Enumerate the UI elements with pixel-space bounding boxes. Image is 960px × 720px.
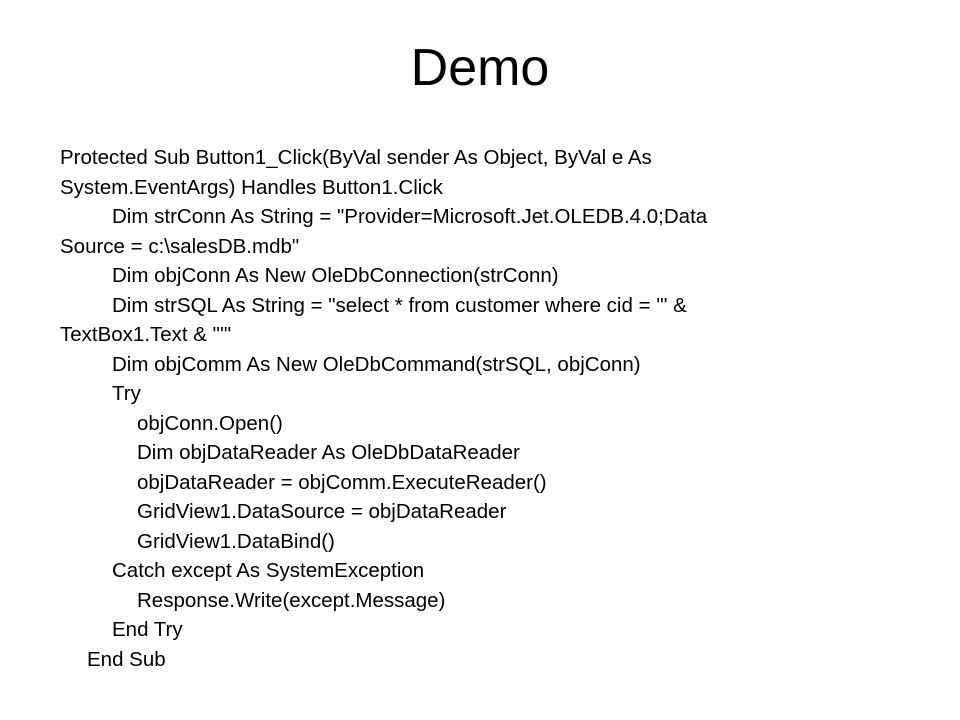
code-line: Dim objConn As New OleDbConnection(strCo… xyxy=(112,264,559,287)
code-line: TextBox1.Text & "'" xyxy=(60,323,232,346)
code-block: Protected Sub Button1_Click(ByVal sender… xyxy=(60,143,940,674)
code-line: Protected Sub Button1_Click(ByVal sender… xyxy=(60,146,652,169)
code-line: GridView1.DataSource = objDataReader xyxy=(137,500,507,523)
code-line: Try xyxy=(112,382,141,405)
code-line: Dim strConn As String = "Provider=Micros… xyxy=(112,205,708,228)
code-line: objDataReader = objComm.ExecuteReader() xyxy=(137,470,547,494)
code-line: Response.Write(except.Message) xyxy=(137,588,446,612)
code-line: GridView1.DataBind() xyxy=(137,529,335,553)
slide-title: Demo xyxy=(410,39,550,97)
code-line: Dim objComm As New OleDbCommand(strSQL, … xyxy=(112,352,641,376)
code-line: Catch except As SystemException xyxy=(112,559,425,582)
code-line: End Sub xyxy=(87,647,166,671)
code-line: Source = c:\salesDB.mdb" xyxy=(60,234,300,258)
code-line: objConn.Open() xyxy=(137,411,283,435)
code-line: End Try xyxy=(112,618,183,641)
code-line: Dim strSQL As String = "select * from cu… xyxy=(112,293,687,317)
code-line: Dim objDataReader As OleDbDataReader xyxy=(137,441,520,464)
code-line: System.EventArgs) Handles Button1.Click xyxy=(60,175,443,199)
